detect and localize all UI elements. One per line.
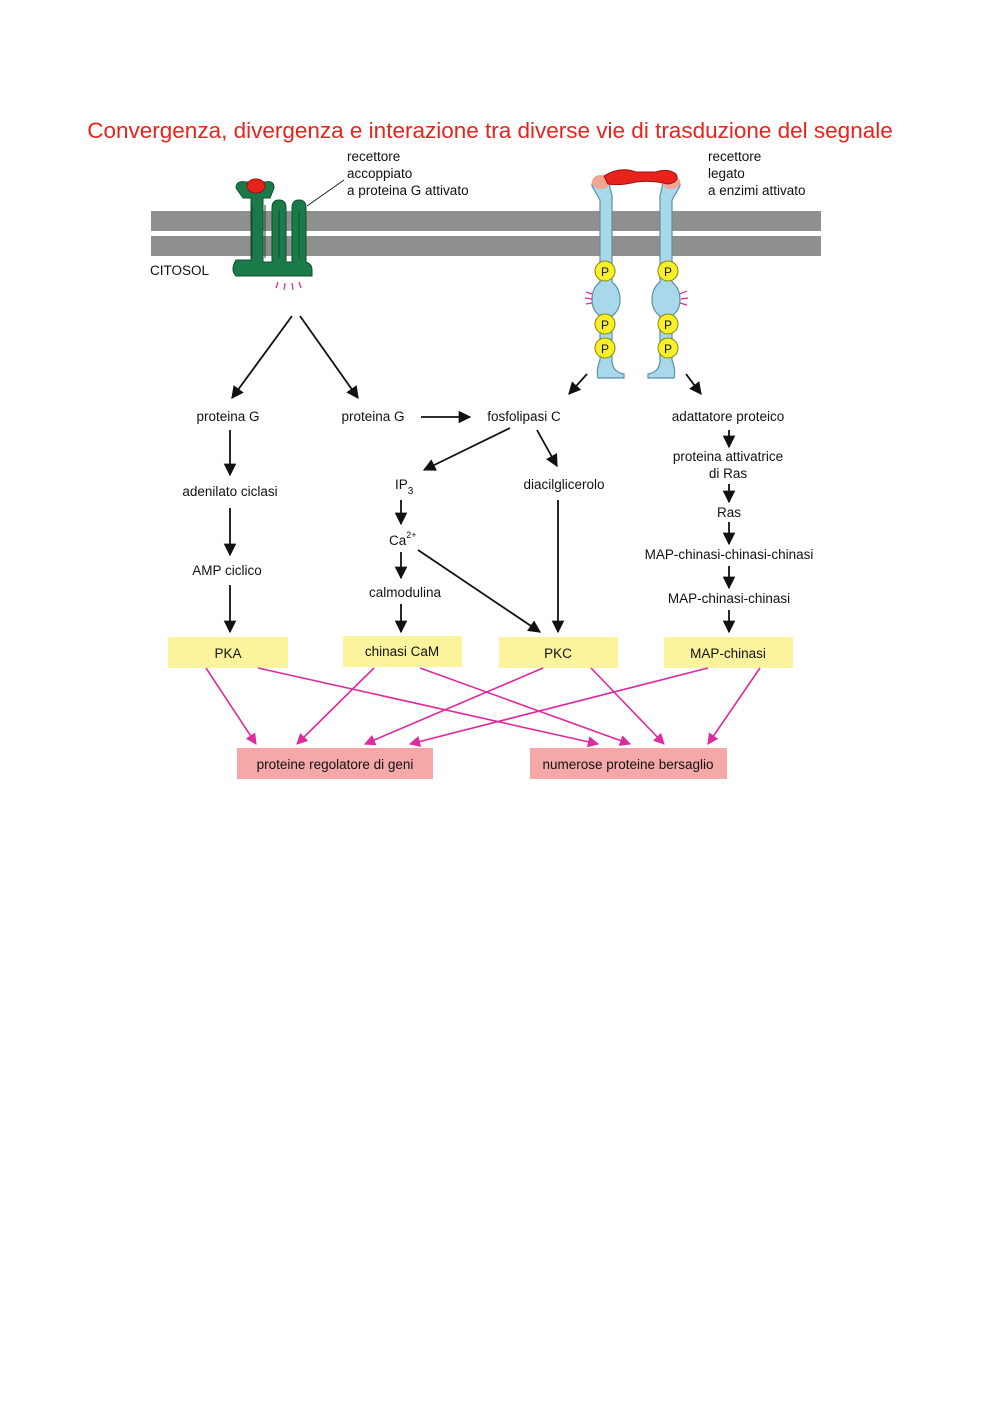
arrow [568,373,588,395]
pathway-arrows [223,315,736,634]
phosphate-group-icon: P [594,337,616,359]
arrow [231,315,293,400]
arrow [363,667,544,746]
arrow [299,315,359,400]
gpcr-label-line-2: accoppiato [347,166,412,181]
phosphate-label: P [664,265,672,279]
phosphate-label: P [664,342,672,356]
gpcr-label-line-1: recettore [347,149,400,164]
kinase-box-pkc: PKC [499,637,618,668]
node-diacylglycerol: diacilglicerolo [523,477,604,492]
arrow [536,429,558,468]
node-mapkkk: MAP-chinasi-chinasi-chinasi [645,547,814,562]
kinase-box-camk: chinasi CaM [343,636,462,667]
kinase-label-pka: PKA [214,646,241,661]
target-box-gene-regulators: proteine regolatore di geni [237,748,433,779]
arrow [685,373,702,396]
node-cyclic-amp: AMP ciclico [192,563,262,578]
phosphate-label: P [664,318,672,332]
target-box-target-proteins: numerose proteine bersaglio [530,748,727,779]
arrow [590,667,665,745]
gpcr-label: recettore accoppiato a proteina G attiva… [347,149,469,198]
phosphate-group-icon: P [657,260,679,282]
phosphate-group-icon: P [657,313,679,335]
arrow [707,667,761,745]
target-label-target-proteins: numerose proteine bersaglio [542,757,713,772]
phosphate-label: P [601,318,609,332]
node-g-protein-left: proteina G [196,409,259,424]
kinase-label-pkc: PKC [544,646,572,661]
target-label-gene-regulators: proteine regolatore di geni [257,757,414,772]
phosphate-group-icon: P [594,313,616,335]
arrow [422,427,511,471]
rtk-label-line-1: recettore [708,149,761,164]
node-calcium: Ca2+ [389,530,417,548]
arrow [419,667,632,746]
rtk-label-line-2: legato [708,166,745,181]
phosphate-group-icon: P [594,260,616,282]
node-adaptor: adattatore proteico [672,409,785,424]
node-calmodulin: calmodulina [369,585,442,600]
rtk-label-line-3: a enzimi attivato [708,183,806,198]
kinase-box-mapk: MAP-chinasi [664,637,793,668]
node-mapkk: MAP-chinasi-chinasi [668,591,790,606]
gpcr-label-line-3: a proteina G attivato [347,183,469,198]
gpcr-leader-line [306,179,345,207]
node-ras: Ras [717,505,741,520]
arrow [257,667,600,748]
target-arrows [205,667,761,748]
arrow [408,667,709,747]
kinase-box-pka: PKA [168,637,288,668]
node-g-protein-mid: proteina G [341,409,404,424]
phosphate-group-icon: P [657,337,679,359]
node-phospholipase-c: fosfolipasi C [487,409,561,424]
arrow [205,667,257,745]
arrow [417,549,542,633]
node-adenylate-cyclase: adenilato ciclasi [182,484,277,499]
phosphate-label: P [601,342,609,356]
calcium-superscript: 2+ [406,530,416,540]
ip3-subscript: 3 [408,486,414,497]
cytosol-label: CITOSOL [150,263,210,278]
phosphate-label: P [601,265,609,279]
arrow [296,667,375,745]
g-protein-coupled-receptor-icon [232,178,313,291]
kinase-label-camk: chinasi CaM [365,644,439,659]
plasma-membrane [151,211,821,256]
ip3-label: IP [395,477,408,492]
node-ras-activator-line-2: di Ras [709,466,748,481]
rtk-label: recettore legato a enzimi attivato [708,149,806,198]
diagram-title: Convergenza, divergenza e interazione tr… [87,118,893,143]
node-ras-activator-line-1: proteina attivatrice [673,449,783,464]
kinase-label-mapk: MAP-chinasi [690,646,766,661]
node-ip3: IP3 [395,477,414,497]
calcium-label: Ca [389,533,407,548]
